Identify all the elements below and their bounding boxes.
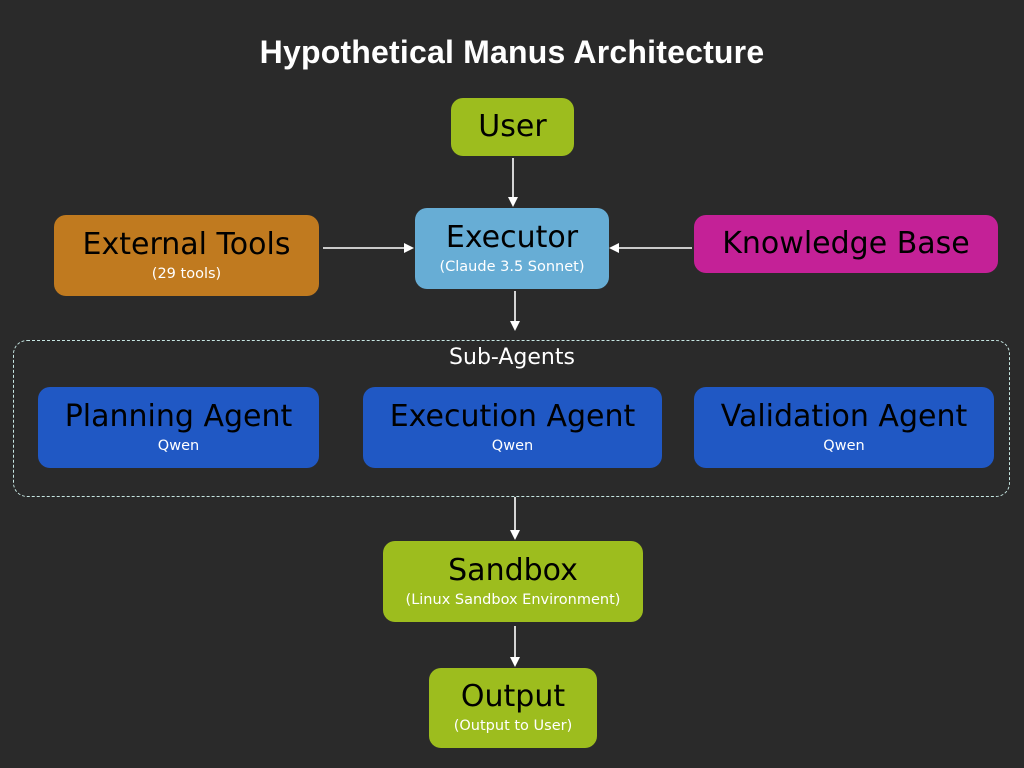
planning-agent-label: Planning Agent bbox=[64, 398, 293, 434]
output-sub: (Output to User) bbox=[453, 718, 573, 734]
executor-sub: (Claude 3.5 Sonnet) bbox=[439, 258, 585, 275]
sandbox-sub: (Linux Sandbox Environment) bbox=[405, 591, 621, 608]
external-tools-label: External Tools bbox=[82, 226, 291, 262]
knowledge-base-node[interactable]: Knowledge Base bbox=[694, 215, 998, 273]
user-node[interactable]: User bbox=[451, 98, 574, 156]
execution-agent-label: Execution Agent bbox=[389, 398, 636, 434]
planning-agent-sub: Qwen bbox=[157, 437, 200, 454]
sub-agents-group bbox=[13, 340, 1010, 497]
output-node[interactable]: Output (Output to User) bbox=[429, 668, 597, 748]
executor-label: Executor bbox=[445, 219, 579, 255]
sandbox-node[interactable]: Sandbox (Linux Sandbox Environment) bbox=[383, 541, 643, 622]
sub-agents-group-label: Sub-Agents bbox=[449, 345, 575, 370]
execution-agent-node[interactable]: Execution Agent Qwen bbox=[363, 387, 662, 468]
sandbox-label: Sandbox bbox=[448, 552, 578, 588]
external-tools-node[interactable]: External Tools (29 tools) bbox=[54, 215, 319, 296]
output-label: Output bbox=[460, 679, 566, 714]
planning-agent-node[interactable]: Planning Agent Qwen bbox=[38, 387, 319, 468]
user-node-label: User bbox=[478, 109, 547, 144]
validation-agent-label: Validation Agent bbox=[720, 398, 968, 434]
external-tools-sub: (29 tools) bbox=[151, 265, 222, 282]
executor-node[interactable]: Executor (Claude 3.5 Sonnet) bbox=[415, 208, 609, 289]
validation-agent-node[interactable]: Validation Agent Qwen bbox=[694, 387, 994, 468]
diagram-title: Hypothetical Manus Architecture bbox=[259, 34, 765, 70]
validation-agent-sub: Qwen bbox=[823, 437, 865, 454]
execution-agent-sub: Qwen bbox=[491, 437, 534, 454]
knowledge-base-label: Knowledge Base bbox=[722, 226, 970, 261]
